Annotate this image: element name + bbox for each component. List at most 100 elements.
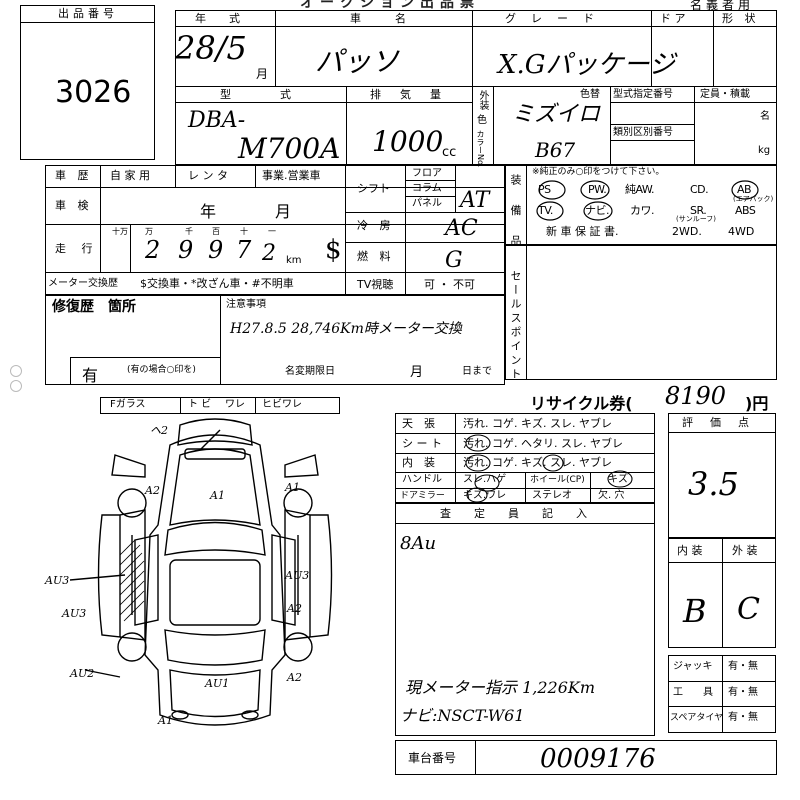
diagram-mark-1: ヘ2 [150,424,168,437]
year-label: 年 式 [195,12,246,25]
tv-options: 可 ・ 不可 [424,278,475,291]
interior-score-label: 内 装 [677,544,703,557]
year-value: 28/5 [175,29,247,67]
jack-options: 有・無 [728,661,758,672]
inspector-block [395,503,655,736]
equipment-circles [536,180,759,221]
color-no-value: B67 [535,138,576,162]
interior-options: 汚れ. コゲ. キズ. スレ. ヤブレ [463,456,612,469]
exterior-label-2: 色 [477,115,487,126]
ceiling-label: 天 張 [402,417,435,430]
punch-hole-2 [10,380,22,392]
diagram-mark-6: A2 [287,602,302,615]
wheel-label: ホイール(CP) [530,475,585,485]
equip-sr: SR. [690,204,707,217]
mileage-unit-10k: 万 [145,227,153,236]
equipment-note: ※純正のみ○印をつけて下さい。 [532,167,665,177]
equip-aw: 純AW. [625,183,655,196]
diagram-mark-10: AU1 [205,677,230,690]
equip-2wd: 2WD. [672,225,702,238]
equip-navi: ナビ. [585,204,610,217]
equip-cd: CD. [690,183,709,196]
recycle-value: 8190 [665,382,727,410]
mileage-unit-100k: 十万 [112,227,128,236]
exterior-score: C [737,592,760,627]
sales-point-block [505,245,777,380]
owner-label: 名義者用 [690,0,755,12]
diagram-mark-12: A1 [158,714,173,727]
capacity-unit-1: 名 [760,111,770,122]
repair-value: 有 [82,366,99,385]
lot-label: 出品番号 [58,7,118,20]
recycle-unit: )円 [745,394,769,413]
glass-option-crack: ワレ [225,399,245,410]
score-block [668,413,776,538]
deadline-day: 日まで [462,366,492,377]
inspector-note-2: 現メーター指示 1,226Km [405,678,596,697]
wheel-options: キズ [608,474,628,485]
glass-label: Fガラス [110,399,146,410]
mileage-unit-1k: 千 [185,227,193,236]
punch-hole-1 [10,365,22,377]
caution-text: H27.8.5 28,746Km時メーター交換 [230,321,462,337]
glass-option-fracture: ヒビワレ [262,399,302,410]
grade-label: グ レ ー ド [505,12,596,25]
shift-option-column: コラム [412,183,442,194]
inspection-label: 車 検 [55,199,93,212]
ac-label: 冷 房 [357,219,395,232]
car-name-label: 車 名 [350,12,410,25]
glass-row [100,397,340,414]
model-designation-label: 型式指定番号 [613,89,673,100]
meter-label: メーター交換歴 [48,278,118,289]
equip-ab-note: (エアバック) [733,195,774,203]
history-label: 車 歴 [55,169,93,182]
inspector-label: 査 定 員 記 入 [440,507,593,520]
capacity-label: 定員・積載 [700,89,750,100]
mileage-digit-2: 9 [178,236,194,264]
handle-label: ハンドル [402,474,442,485]
equip-leather: カワ. [630,204,655,217]
equip-4wd: 4WD [728,225,755,238]
recycle-label: リサイクル券( [530,394,633,413]
car-name-value: パッソ [315,45,400,78]
shift-option-panel: パネル [412,198,442,209]
inspector-note-1: 8Au [400,533,437,554]
caution-label: 注意事項 [226,299,266,310]
equip-sr-note: (サンルーフ) [676,215,717,223]
shift-value: AT [460,188,490,213]
mileage-digit-1: 2 [145,236,161,264]
vehicle-info-grid [175,10,777,165]
color-swap-label: 色替 [580,89,600,100]
history-block [45,165,505,295]
shape-label: 形 状 [722,12,760,25]
diagram-mark-11: A2 [287,671,302,684]
interior-score: B [683,592,707,630]
tools-label: 工 具 [673,687,713,698]
equip-ps: PS [538,183,551,196]
mileage-digit-5: 2 [262,241,276,266]
diagram-mark-5: AU3 [45,574,70,587]
capacity-unit-2: kg [758,145,771,156]
stereo-label: ステレオ [532,490,572,501]
tv-label: TV視聴 [357,278,394,291]
diagram-mark-3: A1 [210,489,225,502]
chassis-label: 車台番号 [408,751,457,765]
model-prefix: DBA- [188,108,246,133]
shift-option-floor: フロア [412,168,442,179]
inspection-year-label: 年 [200,202,217,221]
interior-label: 内 装 [402,456,435,469]
stereo-options: 欠. 穴 [598,490,625,501]
displacement-unit: cc [442,145,457,160]
category-label: 類別区別番号 [613,127,673,138]
exterior-score-label: 外 装 [732,544,758,557]
chassis-value: 0009176 [540,744,656,774]
shift-label: シフト [357,182,390,195]
history-option-rental: レ ン タ [188,169,228,182]
diagram-mark-8: AU3 [62,607,87,620]
mirror-options: キズ.ワレ [463,490,507,501]
equipment-block [505,165,777,245]
lot-number-box [20,5,155,160]
history-option-business: 事業.営業車 [262,169,321,182]
equip-tv: TV. [538,204,553,217]
diagram-mark-4: A1 [285,481,300,494]
